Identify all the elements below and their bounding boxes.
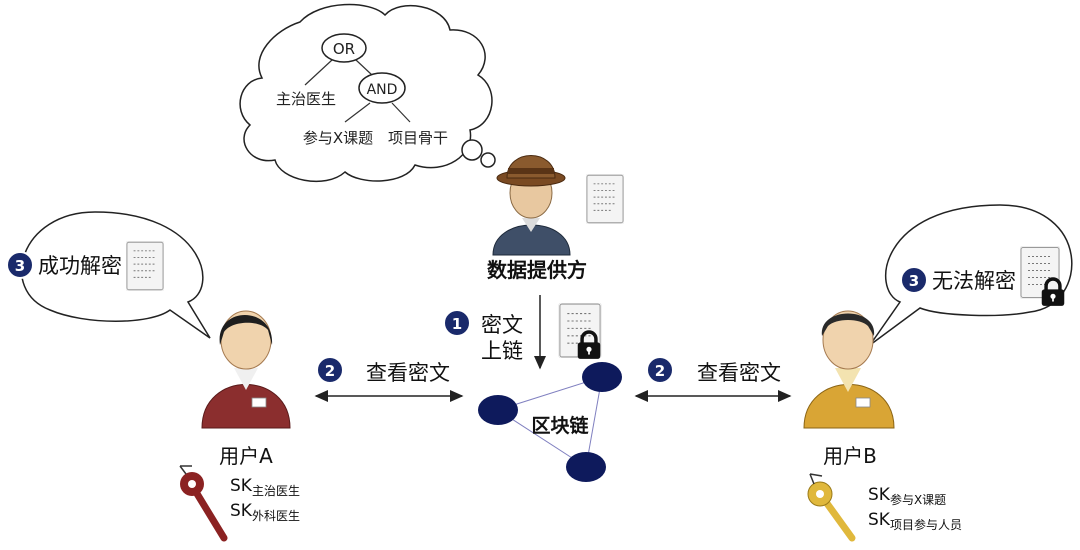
user-a-key-1: SK主治医生 — [230, 476, 300, 498]
chain-node — [582, 362, 622, 392]
bubble-left-label: 成功解密 — [38, 254, 122, 278]
blockchain-label: 区块链 — [531, 414, 588, 437]
leaf-attending-physician: 主治医生 — [276, 90, 336, 108]
blockchain-network — [478, 362, 622, 482]
step2-left-badge: 2 — [316, 356, 344, 384]
leaf-project-x: 参与X课题 — [303, 129, 373, 147]
step1-line2: 上链 — [481, 339, 523, 363]
and-label: AND — [367, 82, 398, 98]
provider-label: 数据提供方 — [487, 258, 587, 282]
svg-text:2: 2 — [325, 362, 335, 380]
decrypted-document-icon — [126, 240, 164, 292]
svg-text:1: 1 — [452, 315, 462, 333]
user-b-avatar — [803, 310, 895, 429]
user-a-key-2: SK外科医生 — [230, 501, 300, 523]
thought-cloud: OR AND 主治医生 参与X课题 项目骨干 — [239, 3, 496, 183]
step1-badge: 1 — [443, 309, 471, 337]
leaf-project-core: 项目骨干 — [388, 129, 448, 147]
user-a-avatar — [201, 310, 291, 429]
key-icon — [179, 465, 228, 542]
user-a-label: 用户A — [219, 444, 273, 468]
svg-text:3: 3 — [909, 272, 919, 290]
or-label: OR — [333, 40, 355, 58]
svg-text:2: 2 — [655, 362, 665, 380]
step3-left-badge: 3 — [6, 251, 34, 279]
chain-node — [566, 452, 606, 482]
bubble-right-label: 无法解密 — [932, 269, 1016, 293]
provider-document-icon — [586, 174, 624, 224]
view-right-label: 查看密文 — [697, 361, 781, 385]
key-icon — [807, 473, 856, 542]
speech-bubble-right — [869, 204, 1073, 346]
chain-node — [478, 395, 518, 425]
view-left-label: 查看密文 — [366, 361, 450, 385]
user-b-label: 用户B — [823, 444, 877, 468]
user-b-key-1: SK参与X课题 — [868, 485, 946, 507]
and-node — [358, 72, 406, 104]
svg-text:3: 3 — [15, 257, 25, 275]
step2-right-badge: 2 — [646, 356, 674, 384]
step1-line1: 密文 — [481, 313, 523, 337]
or-node — [321, 33, 367, 63]
provider-avatar — [492, 155, 571, 256]
step3-right-badge: 3 — [900, 266, 928, 294]
user-b-key-2: SK项目参与人员 — [868, 510, 962, 532]
